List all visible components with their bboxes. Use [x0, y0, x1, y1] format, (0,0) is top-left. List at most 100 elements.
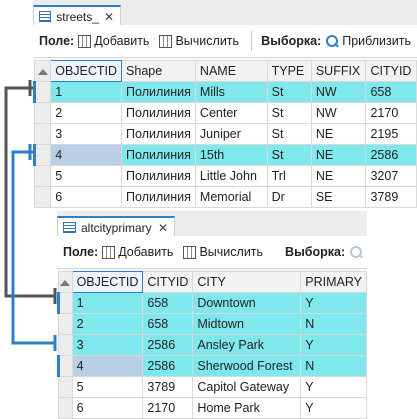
row-header[interactable]	[59, 356, 73, 377]
cell-cityid[interactable]: 2170	[143, 398, 193, 419]
cell-type[interactable]: Dr	[267, 187, 311, 208]
tab-streets[interactable]: streets_ ✕	[33, 5, 121, 26]
cell-primary[interactable]: Y	[301, 377, 367, 398]
cell-primary[interactable]: Y	[301, 293, 367, 314]
cell-primary[interactable]: N	[301, 314, 367, 335]
cell-name[interactable]: Center	[195, 103, 267, 124]
cell-objectid[interactable]: 3	[72, 335, 143, 356]
cell-objectid[interactable]: 5	[51, 166, 122, 187]
cell-cityid[interactable]: 658	[143, 293, 193, 314]
column-header-cityid[interactable]: CITYID	[366, 61, 417, 82]
row-header[interactable]	[59, 377, 73, 398]
cell-objectid[interactable]: 4	[51, 145, 122, 166]
column-header-primary[interactable]: PRIMARY	[301, 272, 367, 293]
close-icon[interactable]: ✕	[158, 221, 168, 235]
cell-objectid[interactable]: 3	[51, 124, 122, 145]
cell-shape[interactable]: Полилиния	[122, 103, 196, 124]
cell-shape[interactable]: Полилиния	[122, 124, 196, 145]
row-header[interactable]	[35, 145, 51, 166]
cell-type[interactable]: St	[267, 82, 311, 103]
column-header-name[interactable]: NAME	[195, 61, 267, 82]
cell-suffix[interactable]: NE	[311, 145, 366, 166]
row-header[interactable]	[59, 335, 73, 356]
calculate-field-button[interactable]: Вычислить	[159, 34, 239, 48]
column-header-objectid[interactable]: OBJECTID	[51, 61, 122, 82]
cell-objectid[interactable]: 4	[72, 356, 143, 377]
cell-name[interactable]: 15th	[195, 145, 267, 166]
column-header-city[interactable]: CITY	[193, 272, 301, 293]
cell-suffix[interactable]: SE	[311, 187, 366, 208]
cell-primary[interactable]: Y	[301, 335, 367, 356]
cell-cityid[interactable]: 658	[143, 314, 193, 335]
cell-cityid[interactable]: 2586	[143, 356, 193, 377]
cell-shape[interactable]: Полилиния	[122, 166, 196, 187]
cell-cityid[interactable]: 658	[366, 82, 417, 103]
select-all-corner[interactable]	[59, 272, 73, 293]
cell-cityid[interactable]: 2586	[143, 335, 193, 356]
close-icon[interactable]: ✕	[104, 10, 114, 24]
row-header[interactable]	[35, 187, 51, 208]
cell-shape[interactable]: Полилиния	[122, 187, 196, 208]
cell-type[interactable]: St	[267, 145, 311, 166]
cell-shape[interactable]: Полилиния	[122, 82, 196, 103]
row-header[interactable]	[59, 314, 73, 335]
cell-primary[interactable]: N	[301, 356, 367, 377]
column-header-suffix[interactable]: SUFFIX	[311, 61, 366, 82]
cell-city[interactable]: Ansley Park	[193, 335, 301, 356]
cell-cityid[interactable]: 2195	[366, 124, 417, 145]
cell-name[interactable]: Little John	[195, 166, 267, 187]
row-header[interactable]	[35, 103, 51, 124]
cell-city[interactable]: Midtown	[193, 314, 301, 335]
column-header-type[interactable]: TYPE	[267, 61, 311, 82]
cell-city[interactable]: Home Park	[193, 398, 301, 419]
cell-name[interactable]: Memorial	[195, 187, 267, 208]
cell-suffix[interactable]: NW	[311, 82, 366, 103]
add-field-button[interactable]: Добавить	[102, 245, 173, 259]
add-field-button[interactable]: Добавить	[78, 34, 149, 48]
cell-name[interactable]: Mills	[195, 82, 267, 103]
cell-cityid[interactable]: 3789	[143, 377, 193, 398]
cell-objectid[interactable]: 2	[51, 103, 122, 124]
cell-cityid[interactable]: 3789	[366, 187, 417, 208]
column-header-objectid[interactable]: OBJECTID	[72, 272, 143, 293]
cell-objectid[interactable]: 1	[51, 82, 122, 103]
column-header-cityid[interactable]: CITYID	[143, 272, 193, 293]
cell-city[interactable]: Downtown	[193, 293, 301, 314]
cell-cityid[interactable]: 2170	[366, 103, 417, 124]
row-header[interactable]	[59, 293, 73, 314]
cell-suffix[interactable]: NE	[311, 166, 366, 187]
cell-objectid[interactable]: 2	[72, 314, 143, 335]
cell-type[interactable]: St	[267, 124, 311, 145]
calculate-field-button[interactable]: Вычислить	[183, 245, 263, 259]
cell-suffix[interactable]: NE	[311, 124, 366, 145]
cell-type[interactable]: Trl	[267, 166, 311, 187]
cell-type[interactable]: St	[267, 103, 311, 124]
cell-name[interactable]: Juniper	[195, 124, 267, 145]
row-header[interactable]	[59, 398, 73, 419]
row-header[interactable]	[35, 124, 51, 145]
cell-primary[interactable]: Y	[301, 398, 367, 419]
row-header[interactable]	[35, 166, 51, 187]
zoom-to-button[interactable]: Приблизить	[325, 34, 411, 48]
cell-suffix[interactable]: NW	[311, 103, 366, 124]
cell-shape[interactable]: Полилиния	[122, 145, 196, 166]
select-all-corner[interactable]	[35, 61, 51, 82]
cell-objectid[interactable]: 5	[72, 377, 143, 398]
cell-cityid[interactable]: 3207	[366, 166, 417, 187]
cell-objectid[interactable]: 6	[51, 187, 122, 208]
cell-city[interactable]: Capitol Gateway	[193, 377, 301, 398]
row-header[interactable]	[35, 82, 51, 103]
cell-objectid[interactable]: 6	[72, 398, 143, 419]
column-header-shape[interactable]: Shape	[122, 61, 196, 82]
